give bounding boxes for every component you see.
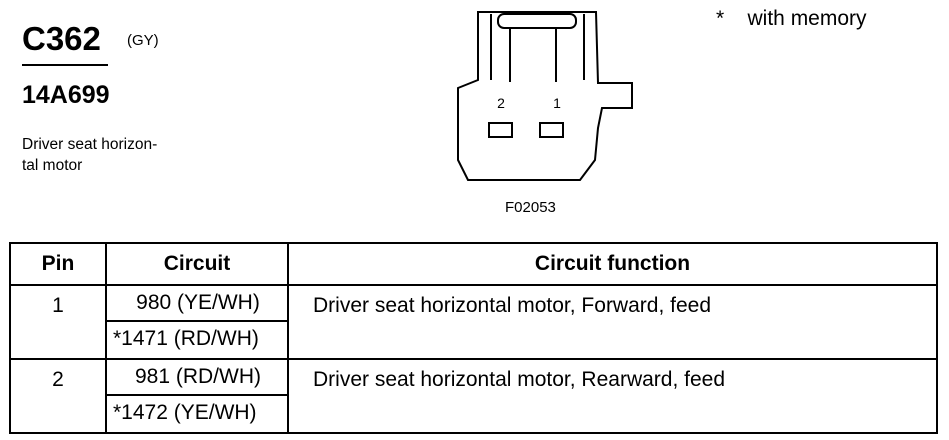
description-text: Driver seat horizon- tal motor — [22, 136, 158, 174]
part-number: 14A699 — [22, 81, 110, 109]
pinout-table: Pin Circuit Circuit function 1 980 (YE/W… — [9, 242, 938, 434]
circuit-function: Driver seat horizontal motor, Forward, f… — [287, 284, 938, 360]
pin-number: 2 — [9, 358, 107, 434]
connector-face-diagram: 2 1 — [457, 11, 633, 181]
connector-latch — [497, 13, 577, 29]
pin-2-cavity — [488, 122, 513, 138]
circuit-cell: 980 (YE/WH) *1471 (RD/WH) — [105, 284, 289, 360]
circuit-value: 980 (YE/WH) — [107, 286, 289, 322]
connector-id-underline — [22, 64, 108, 66]
table-row: 1 980 (YE/WH) *1471 (RD/WH) Driver seat … — [9, 284, 938, 360]
pin-number: 1 — [9, 284, 107, 360]
memory-note: * with memory — [716, 7, 867, 30]
header-pin: Pin — [9, 242, 107, 286]
circuit-function: Driver seat horizontal motor, Rearward, … — [287, 358, 938, 434]
pin-1-label: 1 — [553, 95, 561, 111]
circuit-value-memory: *1471 (RD/WH) — [113, 327, 259, 350]
circuit-cell: 981 (RD/WH) *1472 (YE/WH) — [105, 358, 289, 434]
table-row: 2 981 (RD/WH) *1472 (YE/WH) Driver seat … — [9, 358, 938, 434]
circuit-value-memory: *1472 (YE/WH) — [113, 401, 257, 424]
pin-2-label: 2 — [497, 95, 505, 111]
connector-body-outline — [457, 11, 633, 181]
figure-id: F02053 — [505, 199, 556, 216]
header-circuit: Circuit — [105, 242, 289, 286]
connector-color: (GY) — [127, 32, 159, 49]
connector-description: Driver seat horizon- tal motor — [22, 134, 192, 176]
pin-1-cavity — [539, 122, 564, 138]
table-header-row: Pin Circuit Circuit function — [9, 242, 938, 286]
header-circuit-function: Circuit function — [287, 242, 938, 286]
connector-id: C362 — [22, 20, 101, 57]
circuit-value: 981 (RD/WH) — [107, 360, 289, 396]
